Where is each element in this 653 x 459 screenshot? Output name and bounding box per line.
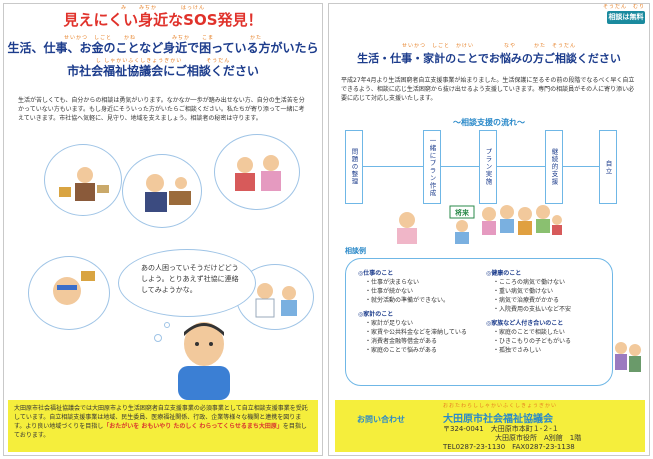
list-item: ・家庭のことで相談したい (493, 329, 565, 336)
list-item: ・仕事が続かない (365, 288, 414, 295)
free-consult-badge: 相談は無料 (607, 11, 645, 24)
list-item: ・ひきこもりの子どもがいる (493, 338, 572, 345)
category-family: ◎家族など人付き合いのこと (486, 320, 564, 327)
title-ruby: み みぢか はっけん (120, 5, 205, 11)
right-intro-text: 平成27年4月より生活困窮者自立支援事業が始まりました。生活保護に至るその前の段… (341, 77, 635, 102)
speech-bubble: あの人困っていそうだけどどうしよう。とりあえず社協に連絡してみようかな。 (118, 249, 256, 317)
list-item: ・就労活動の準備ができない。 (365, 297, 450, 304)
left-heading-1: 生活、仕事、お金のことなど身近で困っている方がいたら (7, 41, 319, 55)
thought-dot (164, 322, 170, 328)
right-head-ruby: せいかつ しごと かけい なや かた そうだん (401, 43, 576, 49)
list-item: ・家庭のことで悩みがある (365, 347, 437, 354)
worry-money-illustration (59, 167, 109, 201)
category-health: ◎健康のこと (486, 270, 522, 277)
thought-dot (154, 334, 162, 342)
list-item: ・消費者金融等借金がある (365, 338, 438, 345)
worry-family-bubble (214, 134, 300, 210)
worry-job-bubble (122, 154, 202, 228)
consult-examples-list: ◎仕事のこと ・仕事が決まらない ・仕事が続かない ・就労活動の準備ができない。… (345, 258, 613, 386)
flow-step-3: プラン実施 (479, 130, 497, 204)
left-title: 見えにくい身近なSOS発見！ (63, 11, 263, 29)
worry-family-illustration (235, 155, 281, 191)
consult-column-a: ◎仕事のこと ・仕事が決まらない ・仕事が続かない ・就労活動の準備ができない。… (358, 267, 482, 355)
left-bottom-notice: 大田原市社会福祉協議会では大田原市より生活困窮者自立支援事業の必須事業として自立… (8, 400, 318, 452)
list-item: ・こころの病気で働けない (493, 279, 566, 286)
contact-box: お問い合わせ おおたわらししゃかいふくしきょうぎかい 大田原市社会福祉協議会 〒… (335, 400, 645, 452)
postal-address: 〒324-0041 大田原市本町１-２-１ (443, 425, 559, 433)
head1-ruby: せいかつ しごと かね みぢか こま かた (63, 35, 262, 41)
list-item: ・家計が足りない (365, 320, 414, 327)
tel-fax: TEL0287-23-1130 FAX0287-23-1138 (443, 443, 575, 451)
head2-ruby: し しゃかいふくしきょうぎかい そうだん (95, 58, 231, 64)
list-item: ・家賃や公共料金などを滞納している (365, 329, 467, 336)
elderly-couple-illustration (615, 342, 641, 372)
bottom-slogan: 「おたがいを おもいやり たのしく わらってくらせるまち大田原」 (103, 423, 283, 430)
list-item: ・重い病気で働けない (493, 288, 554, 295)
worry-money-bubble (44, 144, 122, 216)
building-address: 大田原市役所 A別館 1階 (495, 434, 582, 442)
list-item: ・入院費用の支払いなど不安 (493, 306, 572, 313)
list-item: ・孤独でさみしい (493, 347, 542, 354)
flow-step-5: 自立 (599, 130, 617, 204)
flow-step-1: 問題の整理 (345, 130, 363, 204)
support-flow-title: ～相談支援の流れ～ (453, 118, 525, 127)
contact-label: お問い合わせ (357, 415, 405, 424)
right-flyer-panel: そうだん むりょう 相談は無料 せいかつ しごと かけい なや かた そうだん … (328, 3, 650, 456)
worry-health-bubble (28, 256, 110, 330)
org-ruby: おおたわらししゃかいふくしきょうぎかい (443, 403, 558, 409)
left-body-text: 生活が苦しくても、自分からの相談は勇気がいります。なかなか一歩が踏み出せない方、… (18, 97, 305, 122)
counselor-illustration (397, 212, 417, 244)
worry-health-illustration (53, 271, 95, 305)
flow-step-2: 一緒にプラン作成 (423, 130, 441, 204)
crowd-illustration (482, 205, 562, 235)
sign-holder-illustration: 将来 (449, 205, 475, 244)
bottom-text: 大田原市社会福祉協議会では大田原市より生活困窮者自立支援事業の必須事業として自立… (14, 405, 308, 430)
left-heading-2: 市社会福祉協議会にご相談ください (67, 64, 259, 78)
right-heading: 生活・仕事・家計のことでお悩みの方ご相談ください (357, 52, 621, 65)
worry-job-illustration (145, 174, 191, 212)
category-household: ◎家計のこと (358, 311, 394, 318)
future-sign-text: 将来 (455, 208, 470, 217)
left-flyer-panel: み みぢか はっけん 見えにくい身近なSOS発見！ せいかつ しごと かね みぢ… (3, 3, 323, 456)
consult-column-b: ◎健康のこと ・こころの病気で働けない ・重い病気で働けない ・病気で治療費がか… (486, 267, 610, 355)
consult-examples-label: 相談例 (345, 247, 366, 255)
list-item: ・仕事が決まらない (365, 279, 420, 286)
badge-ruby: そうだん むりょう (603, 4, 643, 10)
doctor-illustration (255, 283, 297, 318)
category-work: ◎仕事のこと (358, 270, 394, 277)
bottom-tail: を目指しております。 (14, 423, 307, 439)
flow-step-4: 継続的支援 (545, 130, 563, 204)
thinking-man-illustration (178, 322, 230, 400)
org-name: 大田原市社会福祉協議会 (443, 414, 553, 425)
list-item: ・病気で治療費がかかる (493, 297, 560, 304)
